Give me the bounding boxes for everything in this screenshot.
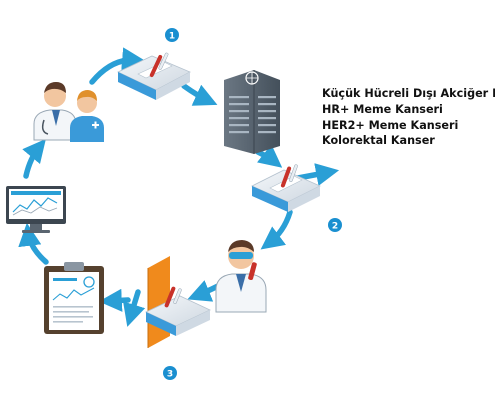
- step-badge-1: 1: [165, 28, 179, 42]
- arrow-device2-to-scientist: [260, 209, 293, 250]
- building-icon: [224, 70, 280, 154]
- step-2-number: 2: [332, 221, 338, 231]
- doctors-icon: [33, 82, 104, 142]
- cancer-type-her2-breast: HER2+ Meme Kanseri: [322, 118, 459, 132]
- step-badge-2: 2: [328, 218, 342, 232]
- arrow-panel-branch: [123, 289, 146, 327]
- monitor-icon: [6, 186, 66, 233]
- test-device-icon-3: [145, 286, 211, 336]
- cancer-type-hr-breast: HR+ Meme Kanseri: [322, 102, 443, 116]
- arrow-monitor-to-doctors: [22, 138, 46, 179]
- test-device-icon-2: [251, 164, 321, 212]
- step-3-number: 3: [167, 369, 173, 379]
- arrow-device2-branch: [295, 163, 340, 186]
- scientist-icon: [215, 240, 267, 313]
- arrow-building-to-device2: [255, 144, 283, 168]
- arrow-panel-to-clipboard: [98, 288, 131, 312]
- cancer-type-list: Küçük Hücreli Dışı Akciğer Kanseri HR+ M…: [322, 86, 495, 149]
- arrow-clipboard-to-monitor: [18, 222, 49, 265]
- cancer-type-nsclc: Küçük Hücreli Dışı Akciğer Kanseri: [322, 87, 495, 100]
- arrow-scientist-to-device3: [187, 280, 221, 302]
- step-1-number: 1: [169, 31, 175, 41]
- cancer-type-colorectal: Kolorektal Kanser: [322, 134, 435, 148]
- test-device-icon-1: [117, 52, 191, 100]
- clipboard-icon: [44, 262, 104, 334]
- arrow-device-to-building: [181, 83, 218, 106]
- step-badge-3: 3: [163, 366, 177, 380]
- arrow-doctors-to-device: [89, 47, 146, 85]
